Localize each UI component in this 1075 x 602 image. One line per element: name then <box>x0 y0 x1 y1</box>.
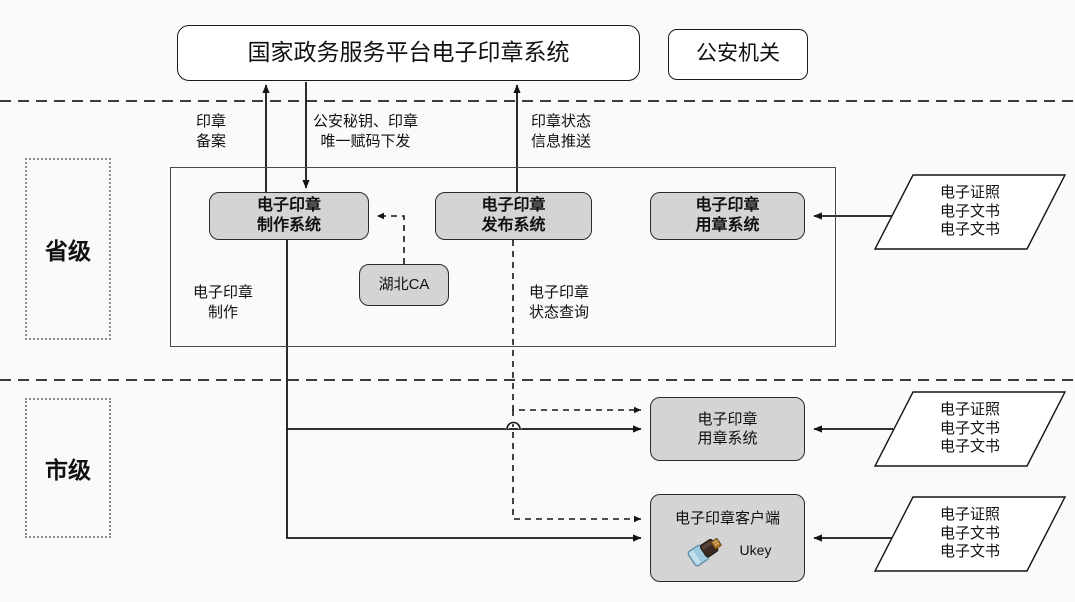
data-source-1: 电子证照 电子文书 电子文书 <box>875 175 1065 249</box>
label-seal-status-push-line1: 印章状态 <box>531 113 592 130</box>
label-seal-record: 印章 备案 <box>196 112 226 152</box>
usb-ukey-icon <box>687 537 722 566</box>
level-tag-city-label: 市级 <box>45 457 91 483</box>
label-seal-status-push-line2: 信息推送 <box>531 132 592 150</box>
label-police-key-issue-line2: 唯一赋码下发 <box>320 132 411 150</box>
data-source-3: 电子证照 电子文书 电子文书 <box>875 497 1065 571</box>
data-source-3-line3: 电子文书 <box>939 543 1000 561</box>
level-tag-province-label: 省级 <box>45 238 91 264</box>
node-seal-making-system-line1: 电子印章 <box>256 196 321 214</box>
level-tag-province: 省级 <box>25 158 111 340</box>
node-seal-usage-system-province-line2: 用章系统 <box>695 217 760 234</box>
label-seal-status-query-line1: 电子印章 <box>529 284 590 301</box>
data-source-1-line2: 电子文书 <box>939 202 1000 220</box>
node-hubei-ca[interactable]: 湖北CA <box>359 264 449 306</box>
node-seal-client-device-label: Ukey <box>739 541 772 558</box>
data-source-3-line1: 电子证照 <box>939 505 1000 523</box>
node-seal-making-system-line2: 制作系统 <box>256 217 321 234</box>
data-source-3-line2: 电子文书 <box>939 524 1000 542</box>
node-seal-usage-system-city-line2: 用章系统 <box>697 430 758 447</box>
label-seal-record-line1: 印章 <box>196 113 227 130</box>
data-source-2-line3: 电子文书 <box>939 438 1000 456</box>
arrow-publish-to-client <box>512 410 642 523</box>
label-seal-make-line2: 制作 <box>208 303 239 321</box>
label-police-key-issue: 公安秘钥、印章 唯一赋码下发 <box>313 112 418 152</box>
label-seal-make: 电子印章 制作 <box>193 283 253 323</box>
node-seal-publishing-system[interactable]: 电子印章 发布系统 <box>435 192 592 240</box>
node-seal-usage-system-city[interactable]: 电子印章 用章系统 <box>650 397 805 461</box>
label-seal-status-push: 印章状态 信息推送 <box>531 112 591 152</box>
label-seal-make-line1: 电子印章 <box>193 284 254 301</box>
data-source-1-line3: 电子文书 <box>939 221 1000 239</box>
node-seal-client-title: 电子印章客户端 <box>674 510 780 528</box>
node-police-organ[interactable]: 公安机关 <box>668 29 808 80</box>
data-source-2: 电子证照 电子文书 电子文书 <box>875 392 1065 466</box>
node-hubei-ca-label: 湖北CA <box>378 276 430 294</box>
line-hop-arc <box>506 421 521 430</box>
level-tag-city: 市级 <box>25 398 111 538</box>
node-seal-client[interactable]: 电子印章客户端 Ukey <box>650 494 805 582</box>
label-seal-status-query-line2: 状态查询 <box>529 303 590 321</box>
province-group-container <box>170 167 836 347</box>
node-seal-usage-system-province-line1: 电子印章 <box>695 196 760 214</box>
node-police-organ-label: 公安机关 <box>696 42 780 66</box>
data-source-1-line1: 电子证照 <box>939 183 1000 201</box>
node-national-platform-label: 国家政务服务平台电子印章系统 <box>247 39 570 66</box>
node-seal-usage-system-city-line1: 电子印章 <box>697 410 758 428</box>
node-seal-publishing-system-line2: 发布系统 <box>481 217 546 234</box>
node-seal-usage-system-province[interactable]: 电子印章 用章系统 <box>650 192 805 240</box>
line-hop <box>505 421 522 430</box>
node-seal-publishing-system-line1: 电子印章 <box>481 196 546 214</box>
node-national-platform[interactable]: 国家政务服务平台电子印章系统 <box>177 25 640 81</box>
data-source-2-line1: 电子证照 <box>939 400 1000 418</box>
label-police-key-issue-line1: 公安秘钥、印章 <box>313 113 419 130</box>
data-source-2-line2: 电子文书 <box>939 419 1000 437</box>
label-seal-record-line2: 备案 <box>196 132 227 150</box>
node-seal-making-system[interactable]: 电子印章 制作系统 <box>209 192 369 240</box>
arrow-make-to-client <box>286 429 642 542</box>
label-seal-status-query: 电子印章 状态查询 <box>529 283 589 323</box>
